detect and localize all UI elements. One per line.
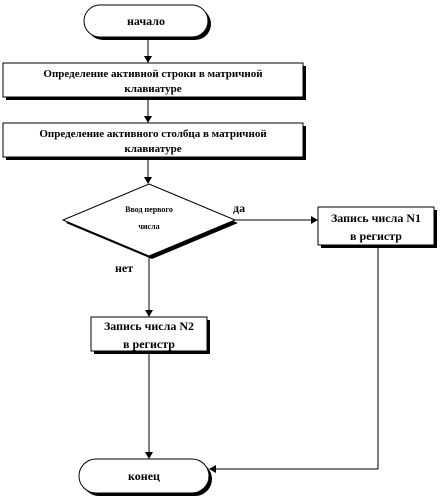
edge-column-to-decision [144, 157, 152, 184]
find-column-node: Определение активного столбца в матрично… [2, 122, 306, 160]
store-n1-node: Запись числа N1 в регистр [317, 206, 437, 248]
no-label: нет [115, 261, 133, 275]
edge-start-to-row [144, 37, 152, 63]
find-column-label-line1: Определение активного столбца в матрично… [39, 128, 267, 140]
find-row-label-line1: Определение активной строки в матричной [43, 68, 263, 80]
find-row-label-line2: клавиатуре [124, 83, 181, 95]
start-label: начало [127, 14, 165, 28]
decision-label-line1: Ввод первого [125, 205, 173, 214]
store-n1-label-line2: в регистр [350, 229, 402, 243]
start-node: начало [83, 4, 211, 40]
edge-decision-no [145, 256, 153, 317]
store-n2-label-line1: Запись числа N2 [104, 319, 194, 333]
store-n1-label-line1: Запись числа N1 [331, 211, 421, 225]
decision-label-line2: числа [138, 222, 159, 231]
end-label: конец [128, 469, 160, 483]
store-n2-node: Запись числа N2 в регистр [90, 316, 210, 354]
edge-decision-yes [235, 216, 318, 224]
find-column-label-line2: клавиатуре [124, 143, 181, 155]
edge-n1-to-end [209, 245, 379, 473]
edge-row-to-column [144, 97, 152, 123]
end-node: конец [78, 458, 212, 496]
yes-label: да [233, 201, 245, 215]
find-row-node: Определение активной строки в матричной … [2, 62, 306, 100]
decision-node: Ввод первого числа [61, 183, 238, 259]
store-n2-label-line2: в регистр [123, 337, 175, 351]
edge-n2-to-end [145, 351, 153, 459]
